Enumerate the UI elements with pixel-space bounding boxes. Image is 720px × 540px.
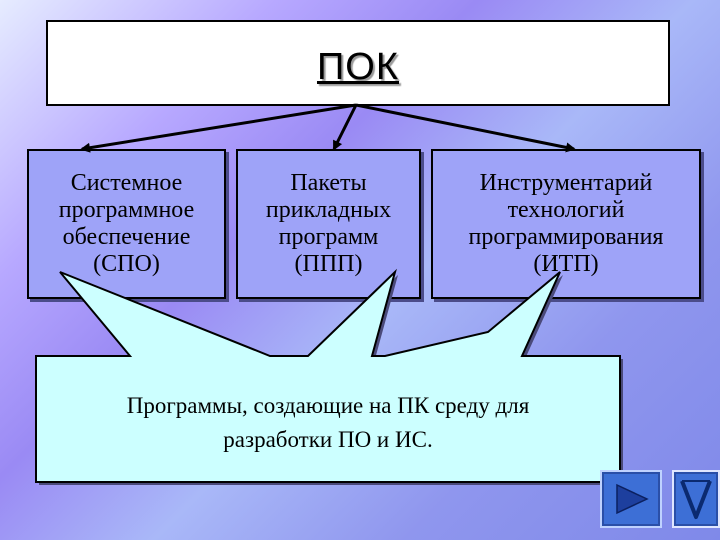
next-slide-button[interactable] (600, 470, 662, 528)
callout-bubble (35, 268, 621, 483)
category-box-ppp: Пакеты прикладных программ (ППП) (236, 149, 421, 299)
category-line: (ИТП) (533, 251, 599, 277)
category-line: (СПО) (93, 251, 160, 277)
category-line: программ (278, 224, 379, 250)
return-button[interactable] (672, 470, 720, 528)
connector-arrow-ppp (332, 104, 358, 151)
root-node-label: ПОК (316, 46, 399, 88)
callout-line: разработки ПО и ИС. (223, 427, 433, 452)
category-line: программное (58, 197, 195, 223)
play-triangle-icon (616, 483, 649, 515)
return-icon (680, 480, 712, 519)
category-box-itp: Инструментарий технологий программирован… (431, 149, 701, 299)
category-line: Инструментарий (479, 170, 653, 196)
category-line: технологий (507, 197, 625, 223)
category-line: Системное (70, 170, 183, 196)
category-line: Пакеты (290, 170, 367, 196)
root-node-box: ПОК (46, 20, 670, 106)
connector-arrow-spo (80, 103, 357, 153)
category-line: обеспечение (62, 224, 191, 250)
category-line: прикладных (265, 197, 392, 223)
category-line: (ППП) (294, 251, 363, 277)
callout-text: Программы, создающие на ПК среду для раз… (36, 389, 620, 457)
category-line: программирования (468, 224, 664, 250)
callout-line: Программы, создающие на ПК среду для (126, 393, 530, 418)
connector-arrow-itp (355, 103, 576, 153)
